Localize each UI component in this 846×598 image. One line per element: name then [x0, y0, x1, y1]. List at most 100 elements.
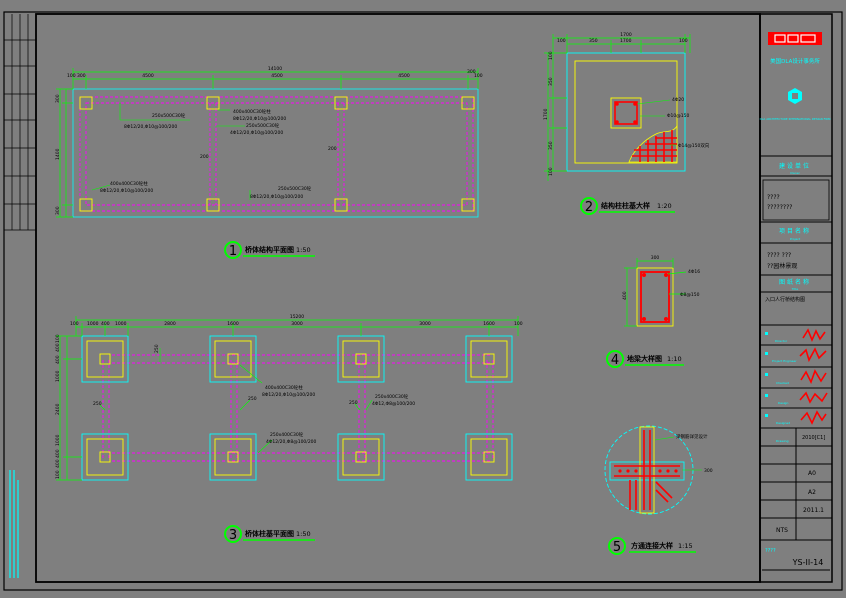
- plan1-title-circle: [224, 241, 242, 259]
- detail5-title-circle: [608, 537, 626, 555]
- client-value-1: ????: [767, 194, 780, 201]
- signatures: [799, 328, 828, 425]
- sheet-number: YS-II-14: [792, 558, 824, 567]
- detail2-footing-inner: [574, 60, 678, 164]
- detail2-dim-d: 100: [679, 38, 688, 44]
- plan1-dim-b: 300: [77, 73, 86, 79]
- plan3-note-4: 250: [93, 401, 102, 407]
- sheet-label: ????: [765, 548, 776, 554]
- plan3-title: 3 桥体柱基平面图 1:50: [224, 525, 315, 543]
- detail5-column: [639, 426, 655, 514]
- project-value-2: ??园林景观: [767, 262, 797, 270]
- detail2-dim-c: 1700: [620, 38, 632, 44]
- detail4-note-2: Φ8@150: [680, 292, 700, 298]
- plan3-dim-d: 1000: [115, 321, 127, 327]
- detail2-dim-left-c: 1700: [543, 108, 549, 120]
- drawing-value: 入口人行桥结构图: [765, 296, 805, 303]
- detail2-dim-a: 100: [557, 38, 566, 44]
- role-labels: Director Project Engineer Checked Design…: [772, 339, 797, 443]
- detail4-stirrup: [640, 271, 670, 323]
- plan3-dim-left-b: 400: [55, 343, 61, 352]
- date-value: 2010[C1]: [802, 435, 825, 441]
- detail2-notes: 1700 100 350 1700 100 100 350 1700 350 1…: [543, 32, 710, 176]
- plan3-leaders: [99, 348, 373, 454]
- plan3-dimension-lines: [56, 316, 519, 481]
- plan1-note-4: 8Φ12/20,Φ10@100/200: [233, 116, 286, 122]
- detail5-bar-dots: [618, 469, 678, 473]
- plan3-dim-left-e: 2400: [55, 403, 61, 415]
- left-margin-strip: [4, 14, 36, 231]
- detail5-note-1: 梁钢筋详见设计: [676, 433, 708, 440]
- detail5-beam: [609, 461, 685, 481]
- role-director: Director: [775, 339, 788, 343]
- detail4-bars: [642, 273, 668, 321]
- plan1-title-number: 1: [229, 244, 237, 259]
- outer-border: [3, 11, 843, 591]
- detail5-leaders: [654, 436, 702, 471]
- plan1-note-5: 250x500C30砼: [246, 122, 280, 129]
- plan1-beam-ring-inner: [85, 102, 468, 206]
- detail2-note-1: 4Φ20: [672, 97, 684, 103]
- client-label-en: Owner: [790, 171, 801, 175]
- plan3-beams: [102, 354, 494, 462]
- detail2-title: 2 结构柱柱基大样 1:20: [580, 197, 675, 215]
- plan1-note-2: 8Φ12/20,Φ10@100/200: [124, 124, 177, 130]
- detail2-mesh-bars: [632, 130, 677, 162]
- plan3-dim-left-d: 1000: [55, 370, 61, 382]
- plan3-dim-left-c: 400: [55, 355, 61, 364]
- plan3-dim-left-a: 100: [55, 334, 61, 343]
- drawing-label-en: Title: [791, 287, 799, 291]
- detail2-column-bars: [615, 102, 637, 124]
- role-drawing: Drawing: [776, 439, 789, 443]
- role-checked: Checked: [776, 381, 789, 385]
- detail5-rebar: [614, 430, 680, 510]
- detail4-title: 4 地梁大样图 1:10: [606, 350, 684, 368]
- plan3-dim-e: 2800: [164, 321, 176, 327]
- plan3-title-scale: 1:50: [296, 530, 311, 538]
- detail2-dim-left-e: 100: [548, 167, 554, 176]
- plan1-slab-outline: [72, 88, 479, 218]
- plan1-note-7: 200: [200, 154, 209, 160]
- detail5-note-2: 300: [704, 468, 713, 474]
- detail2-title-circle: [580, 197, 598, 215]
- plan3-notes: 15200 100 1000 400 1000 2800 1600 3000 3…: [55, 314, 523, 479]
- plan1-leaders: [91, 103, 251, 200]
- plan1-note-6: 4Φ12/20,Φ10@100/200: [230, 130, 283, 136]
- plan3-note-5: 250x400C30砼: [375, 393, 409, 400]
- role-project-engineer: Project Engineer: [772, 359, 797, 363]
- plan1-note-12: 8Φ12/20,Φ10@100/200: [250, 194, 303, 200]
- date2-value: 2011.1: [803, 507, 824, 514]
- plan1-note-8: 200: [328, 146, 337, 152]
- detail2-title-number: 2: [585, 200, 593, 215]
- detail5-title: 5 方通连接大样 1:15: [608, 537, 696, 555]
- detail4-note-1: 4Φ16: [688, 269, 700, 275]
- plan3-footing-steps: [86, 340, 508, 476]
- detail2-footing-outer: [566, 52, 686, 172]
- plan3-dim-left-f: 1000: [55, 434, 61, 446]
- plan1-dim-left-c: 300: [55, 206, 61, 215]
- plan1-dim-g: 100: [474, 73, 483, 79]
- logo: [768, 32, 822, 45]
- plan3-dim-g: 3000: [291, 321, 303, 327]
- plan3-note-8: 4Φ12/20,Φ8@100/200: [266, 439, 317, 445]
- detail4-title-number: 4: [611, 353, 619, 368]
- detail4-dimension-lines: [624, 258, 687, 327]
- plan1-beam-ring-outer: [79, 96, 474, 212]
- plan3-title-circle: [224, 525, 242, 543]
- plan1-dim-d: 4500: [271, 73, 283, 79]
- plan3-dim-c: 400: [101, 321, 110, 327]
- detail4-title-circle: [606, 350, 624, 368]
- plan3-dim-left-h: 400: [55, 459, 61, 468]
- detail2-note-2: Φ10@150: [667, 113, 689, 119]
- detail2-leaders: [636, 99, 676, 146]
- detail2-dim-left-d: 350: [548, 141, 554, 150]
- scale-value: NTS: [776, 527, 788, 534]
- company-name: 美国DLA设计事务所: [770, 57, 820, 65]
- detail2-title-text: 结构柱柱基大样: [600, 201, 650, 210]
- detail2-dimension-lines: [544, 34, 691, 181]
- detail2-dim-left-b: 350: [548, 77, 554, 86]
- client-box: [762, 179, 830, 221]
- size-value: A2: [808, 489, 816, 496]
